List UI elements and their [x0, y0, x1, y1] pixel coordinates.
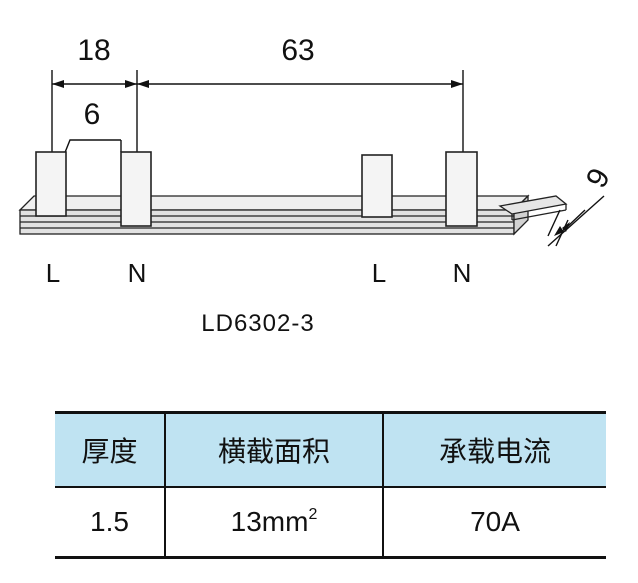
pin-label-n-1: N — [128, 258, 147, 288]
spec-table: 厚度 横截面积 承载电流 1.5 13mm2 70A — [55, 411, 606, 559]
header-thickness: 厚度 — [55, 411, 165, 488]
dim-9-label: 9 — [580, 163, 617, 193]
pin-label-n-2: N — [453, 258, 472, 288]
pins — [35, 151, 478, 227]
busbar-strip — [18, 194, 568, 236]
pin-2 — [120, 151, 152, 227]
dim-63-label: 63 — [281, 34, 314, 67]
value-current-rating: 70A — [382, 487, 606, 559]
header-cross-section: 横截面积 — [164, 411, 383, 488]
pin-4 — [445, 151, 478, 227]
pin-1 — [35, 151, 67, 217]
model-label: LD6302-3 — [201, 310, 314, 337]
value-area: 13mm — [230, 506, 309, 537]
value-cross-section: 13mm2 — [164, 487, 383, 559]
pin-label-l-2: L — [372, 258, 386, 288]
dimension-63: 63 — [137, 34, 463, 88]
pin-labels: L N L N — [46, 258, 472, 288]
pin-3 — [361, 154, 393, 218]
value-thickness: 1.5 — [55, 487, 165, 559]
header-current-rating: 承载电流 — [382, 411, 606, 488]
dimension-18: 18 — [52, 34, 137, 88]
spec-header-row: 厚度 横截面积 承载电流 — [55, 411, 606, 488]
dim-6-label: 6 — [84, 98, 101, 131]
spec-value-row: 1.5 13mm2 70A — [55, 487, 606, 559]
value-area-unit-sup: 2 — [308, 506, 318, 523]
dim-18-label: 18 — [77, 34, 110, 67]
pin-label-l-1: L — [46, 258, 60, 288]
